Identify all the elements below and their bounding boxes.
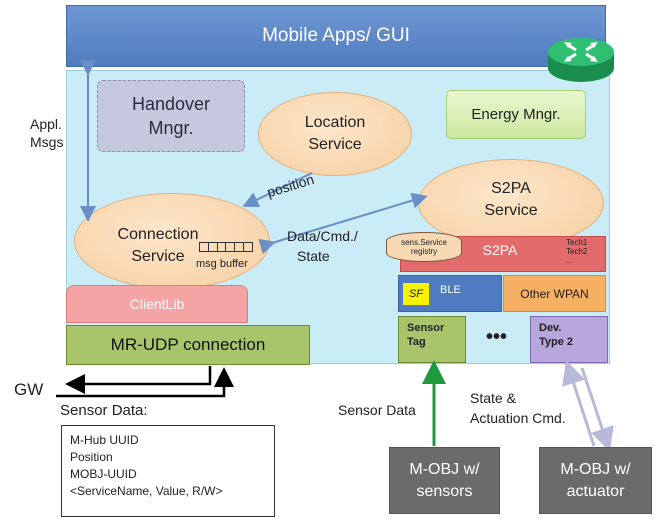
location-service-ellipse: Location Service (258, 92, 412, 176)
gw-inbound-arrow (56, 367, 234, 398)
data-cmd-state-arrow (258, 192, 428, 255)
s2pa-service-line2: Service (484, 202, 538, 219)
handover-manager-box: Handover Mngr. (97, 80, 245, 152)
position-arrow (242, 172, 313, 207)
other-wpan-box: Other WPAN (503, 275, 606, 312)
ble-label: BLE (440, 284, 461, 296)
sensor-data-box: M-Hub UUID Position MOBJ-UUID <ServiceNa… (61, 425, 275, 517)
s2pa-bar-label: S2PA (482, 242, 518, 258)
other-wpan-label: Other WPAN (520, 286, 589, 301)
router-icon (546, 28, 616, 86)
appl-msgs-label: Appl. Msgs (30, 115, 63, 151)
data-line2: State (297, 248, 330, 264)
s2pa-service-line1: S2PA (491, 180, 531, 197)
dev-type-2-box: Dev. Type 2 (530, 316, 608, 363)
sensor-data-line: Position (70, 450, 113, 464)
mobj-actuator-line1: M-OBJ w/ (560, 460, 631, 478)
mobj-sensors-line2: sensors (416, 482, 473, 500)
mobj-actuator-line2: actuator (566, 482, 625, 500)
tech1-label: Tech1 (566, 238, 588, 247)
clientlib-box: ClientLib (66, 285, 248, 323)
actuation-arrow-down (580, 367, 614, 452)
mobile-apps-gui-banner: Mobile Apps/ GUI (66, 5, 606, 67)
energy-manager-box: Energy Mngr. (446, 90, 586, 139)
connection-service-label: Connection Service (103, 224, 213, 268)
handover-label-line2: Mngr. (148, 118, 194, 138)
sf-box: SF (403, 283, 429, 305)
sensor-data-edge-label: Sensor Data (338, 402, 416, 418)
sensor-tag-line1: Sensor (407, 322, 445, 334)
msg-buffer-cells (199, 242, 253, 252)
tech-list: Tech1 Tech2 ... (566, 238, 606, 265)
location-label-line1: Location (304, 114, 366, 131)
mobj-sensors-line1: M-OBJ w/ (409, 460, 480, 478)
msg-buffer-label: msg buffer (196, 258, 248, 270)
energy-label: Energy Mngr. (471, 106, 561, 123)
location-label-line2: Service (308, 136, 362, 153)
gw-label: GW (14, 380, 44, 399)
sensor-tag-box: Sensor Tag (398, 316, 466, 363)
sensor-data-title: Sensor Data: (60, 402, 148, 419)
state-line1: State & (470, 390, 516, 406)
sensor-data-line: M-Hub UUID (70, 433, 139, 447)
state-line2: Actuation Cmd. (470, 410, 566, 426)
dev-type-line1: Dev. (539, 322, 562, 334)
more-devices-dots: ••• (486, 326, 508, 348)
tech2-label: Tech2 (566, 247, 588, 256)
appl-line2: Msgs (30, 134, 64, 150)
clientlib-label: ClientLib (129, 296, 185, 312)
s2pa-service-ellipse: S2PA Service (418, 159, 604, 247)
tech-more-label: ... (566, 256, 573, 265)
banner-label: Mobile Apps/ GUI (262, 25, 410, 46)
connection-line1: Connection (117, 226, 199, 243)
mr-udp-label: MR-UDP connection (110, 335, 266, 354)
mr-udp-connection-box: MR-UDP connection (66, 325, 310, 365)
mobj-actuator-box: M-OBJ w/ actuator (539, 447, 652, 514)
sensor-data-line: MOBJ-UUID (70, 467, 137, 481)
sensor-tag-line2: Tag (407, 336, 426, 348)
sensor-data-line: <ServiceName, Value, R/W> (70, 484, 223, 498)
data-line1: Data/Cmd./ (287, 228, 358, 244)
actuation-arrow-up (562, 360, 596, 447)
connection-line2: Service (131, 248, 185, 265)
appl-line1: Appl. (30, 116, 62, 132)
state-actuation-label: State & Actuation Cmd. (470, 388, 566, 428)
gw-outbound-arrow (65, 366, 212, 394)
dev-type-line2: Type 2 (539, 336, 574, 348)
mobj-sensors-box: M-OBJ w/ sensors (389, 447, 500, 514)
data-cmd-state-label: Data/Cmd./ State (287, 226, 358, 266)
handover-label-line1: Handover (131, 94, 211, 114)
